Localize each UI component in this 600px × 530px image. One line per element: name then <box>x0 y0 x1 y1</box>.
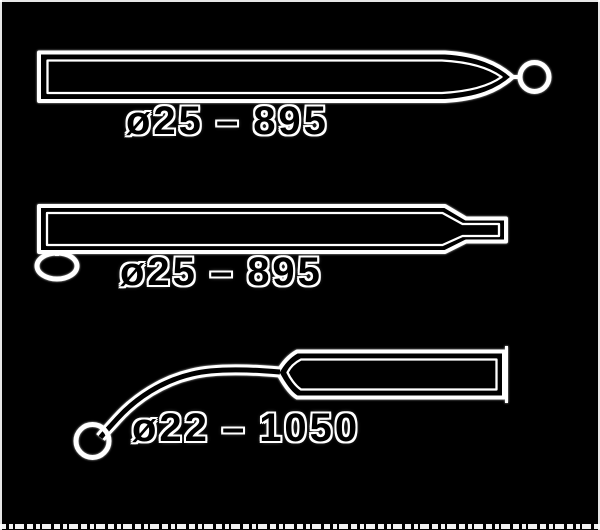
diameter-value: ø25 <box>120 250 198 294</box>
length-value: 895 <box>247 250 323 294</box>
dash-separator: – <box>221 406 248 450</box>
figure-rod-curved-handle-with-ring <box>73 346 508 460</box>
frame-border-bottom-dashed <box>0 524 600 529</box>
frame-border-left <box>0 0 2 530</box>
dash-separator: – <box>215 99 242 143</box>
diameter-value: ø25 <box>126 99 204 143</box>
bar-body-inner-line <box>286 358 498 391</box>
rod-outer-outline <box>37 204 508 254</box>
figure-rod-stepped-tip-with-ring <box>34 204 508 282</box>
rod-inner-line <box>45 211 501 247</box>
curved-handle-bore <box>98 367 281 440</box>
length-value: 1050 <box>259 406 361 450</box>
dimension-label-curved-rod: ø22–1050 <box>132 408 360 448</box>
frame-border-right <box>598 0 600 530</box>
dimension-label-pointed-rod: ø25–895 <box>126 101 329 141</box>
dash-separator: – <box>209 250 236 294</box>
rod-inner-line <box>46 59 503 95</box>
diameter-value: ø22 <box>132 406 210 450</box>
length-value: 895 <box>253 99 329 143</box>
figure-rod-pointed-tip-with-ring <box>37 50 552 103</box>
side-ring-icon <box>34 250 80 282</box>
frame-border-top <box>0 0 600 2</box>
bar-body-outer-outline <box>275 349 506 400</box>
pull-ring-icon <box>517 60 552 94</box>
end-ring-icon <box>73 422 112 460</box>
dimension-label-stepped-rod: ø25–895 <box>120 252 323 292</box>
